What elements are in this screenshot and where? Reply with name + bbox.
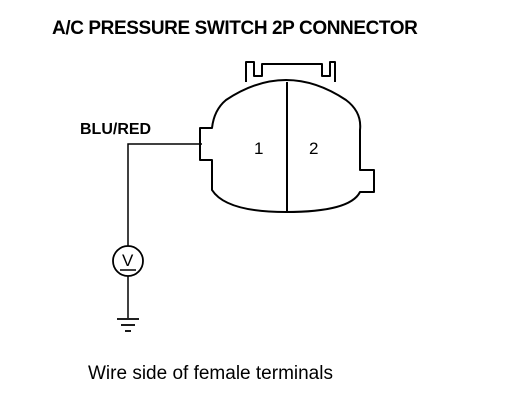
wire-label: BLU/RED bbox=[80, 121, 151, 138]
terminal-1-label: 1 bbox=[254, 139, 263, 158]
caption: Wire side of female terminals bbox=[88, 363, 333, 384]
connector-icon bbox=[199, 61, 375, 213]
ground-icon bbox=[117, 318, 139, 332]
test-lead-wire bbox=[127, 143, 202, 318]
diagram-title: A/C PRESSURE SWITCH 2P CONNECTOR bbox=[52, 18, 418, 39]
voltmeter-icon bbox=[112, 245, 144, 277]
terminal-2-label: 2 bbox=[309, 139, 318, 158]
meter-symbol: V bbox=[122, 251, 134, 270]
